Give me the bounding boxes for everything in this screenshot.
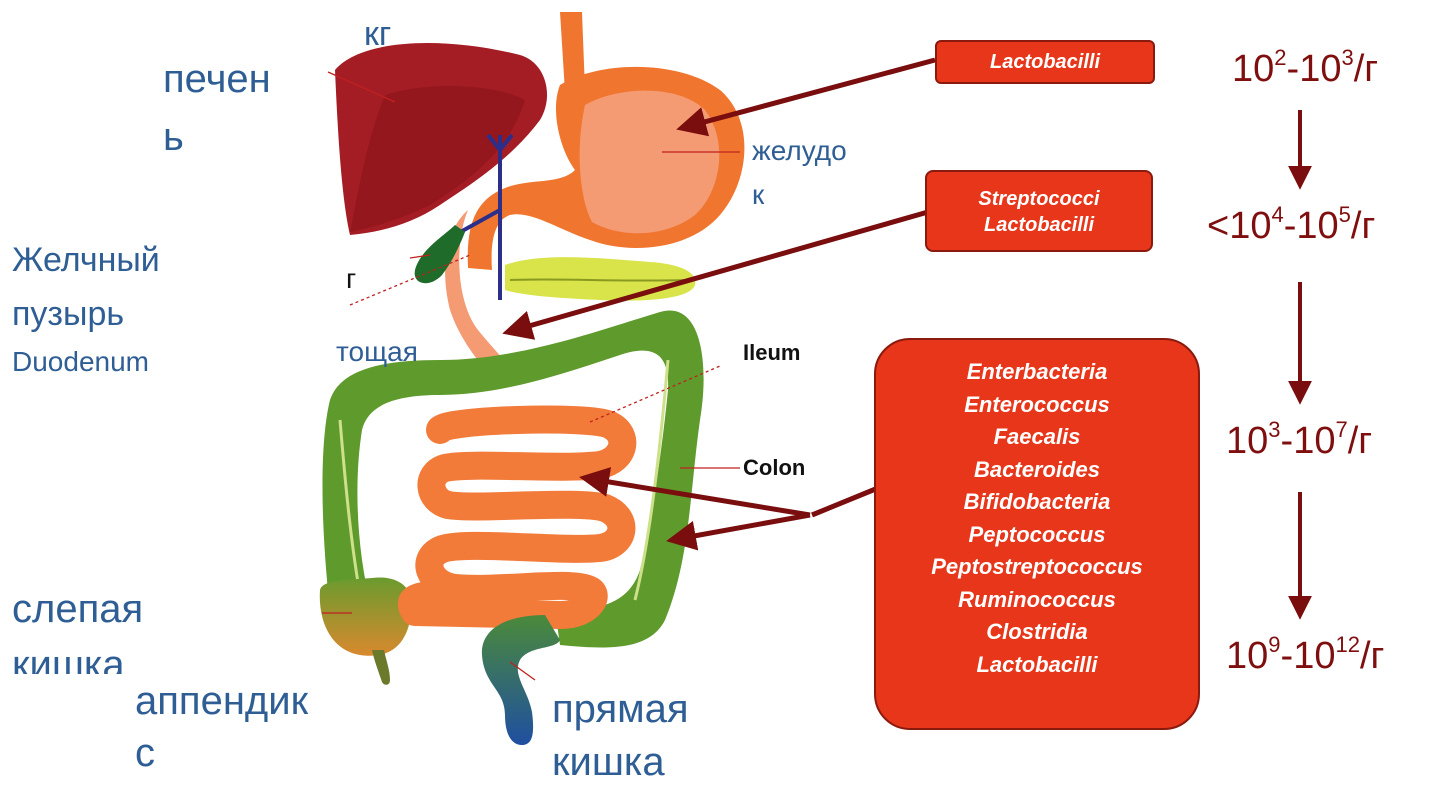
bacteria-item: Peptostreptococcus: [876, 551, 1198, 584]
count-exponent: 9: [1268, 632, 1280, 657]
count-separator: -: [1281, 635, 1294, 677]
bacteria-item: Clostridia: [876, 616, 1198, 649]
label-rectum-line1: прямая: [552, 680, 689, 738]
count-unit: /г: [1348, 420, 1372, 462]
bacteria-item: Ruminococcus: [876, 584, 1198, 617]
count-base: 10: [1293, 635, 1335, 677]
bacteria-item: Faecalis: [876, 421, 1198, 454]
bacteria-item: Enterococcus: [876, 389, 1198, 422]
count-exponent: 7: [1335, 417, 1347, 442]
count-separator: -: [1284, 205, 1297, 247]
count-exponent: 3: [1341, 45, 1353, 70]
small-intestine-shape: [412, 420, 623, 615]
label-liver-line1: печен: [163, 50, 271, 108]
bacteria-item: Enterbacteria: [876, 356, 1198, 389]
appendix-shape: [372, 650, 390, 685]
label-duodenum: Duodenum: [12, 343, 149, 381]
bacteria-item: Bifidobacteria: [876, 486, 1198, 519]
bacteria-box-stomach: Lactobacilli: [935, 40, 1155, 84]
label-cecum-line1: слепая: [12, 580, 143, 638]
count-duodenum: <104-105/г: [1207, 205, 1375, 248]
count-unit: /г: [1354, 48, 1378, 90]
label-colon: Colon: [743, 455, 805, 481]
count-exponent: 5: [1339, 202, 1351, 227]
arrow-to-colon: [672, 515, 810, 540]
cecum-shape: [320, 577, 412, 655]
count-stomach: 102-103/г: [1232, 48, 1378, 91]
count-exponent: 12: [1335, 632, 1359, 657]
count-prefix: <: [1207, 205, 1229, 247]
bacteria-item: Lactobacilli: [927, 212, 1151, 238]
count-base: 10: [1296, 205, 1338, 247]
label-g-small: г: [346, 260, 356, 298]
bacteria-box-duodenum: Streptococci Lactobacilli: [925, 170, 1153, 252]
pancreas-duct: [510, 279, 688, 280]
label-cecum-line2: кишка: [12, 636, 125, 674]
count-base: 10: [1232, 48, 1274, 90]
count-exponent: 2: [1274, 45, 1286, 70]
label-ileum: Ileum: [743, 340, 800, 366]
bacteria-item: Lactobacilli: [876, 649, 1198, 682]
label-appendix-line1: аппендик: [135, 672, 308, 730]
rectum-shape: [482, 615, 560, 745]
label-liver-line2: ь: [163, 108, 184, 166]
label-gallbladder-line2: пузырь: [12, 292, 124, 336]
bacteria-item: Lactobacilli: [937, 42, 1153, 82]
count-unit: /г: [1360, 635, 1384, 677]
label-appendix-line2: с: [135, 724, 155, 782]
count-base: 10: [1293, 420, 1335, 462]
label-jejunum: тощая: [336, 333, 418, 371]
bacteria-item: Peptococcus: [876, 519, 1198, 552]
arrow-to-small-intestine: [812, 488, 878, 515]
bacteria-item: Streptococci: [927, 186, 1151, 212]
count-base: 10: [1226, 635, 1268, 677]
bacteria-item: Bacteroides: [876, 454, 1198, 487]
label-rectum-line2: кишка: [552, 733, 665, 791]
count-separator: -: [1281, 420, 1294, 462]
label-stomach-line1: желудо: [752, 132, 847, 170]
count-exponent: 3: [1268, 417, 1280, 442]
count-base: 10: [1226, 420, 1268, 462]
count-separator: -: [1287, 48, 1300, 90]
label-kg: кг: [364, 12, 391, 56]
count-unit: /г: [1351, 205, 1375, 247]
count-ileum: 103-107/г: [1226, 420, 1372, 463]
count-base: 10: [1229, 205, 1271, 247]
count-exponent: 4: [1271, 202, 1283, 227]
label-gallbladder-line1: Желчный: [12, 238, 160, 282]
count-colon: 109-1012/г: [1226, 635, 1384, 678]
bacteria-box-intestine: Enterbacteria Enterococcus Faecalis Bact…: [874, 338, 1200, 730]
count-base: 10: [1299, 48, 1341, 90]
label-stomach-line2: к: [752, 176, 764, 214]
